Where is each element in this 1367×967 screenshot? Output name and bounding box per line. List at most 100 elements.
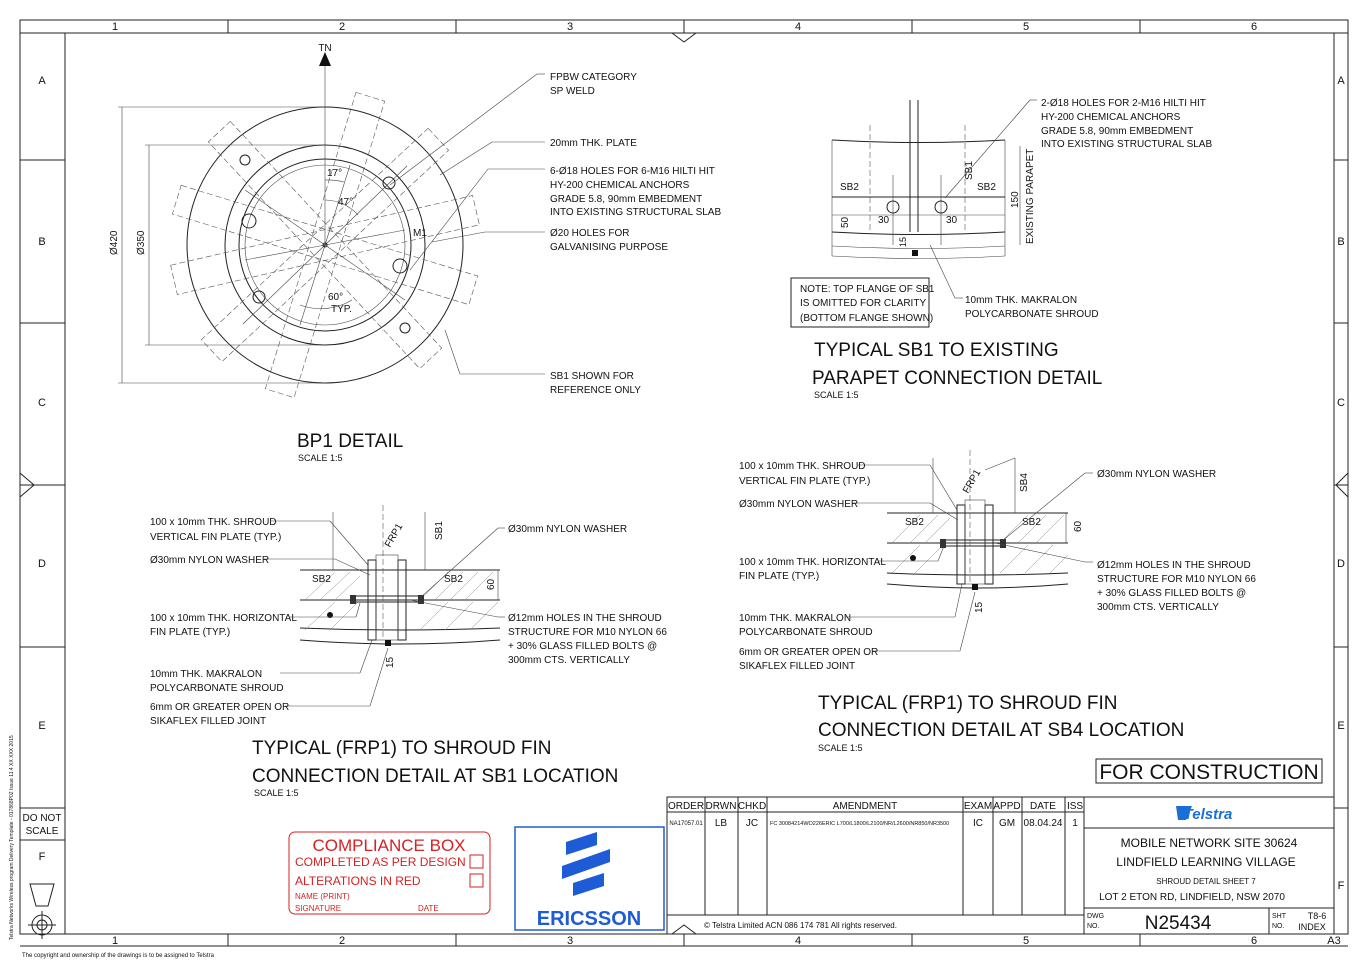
cell: 1 <box>1072 818 1078 829</box>
revision-header: ORDER DRWN CHKD AMENDMENT EXAM APPD DATE… <box>668 801 1083 812</box>
note-box-line: NOTE: TOP FLANGE OF SB1 <box>800 284 935 295</box>
note-line: GRADE 5.8, 90mm EMBEDMENT <box>1041 126 1193 137</box>
header-cell: EXAM <box>964 801 992 812</box>
note-line: POLYCARBONATE SHROUD <box>739 627 873 638</box>
note-line: FPBW CATEGORY <box>550 72 637 83</box>
note-line: 100 x 10mm THK. HORIZONTAL <box>739 557 886 568</box>
m1-label: M1 <box>413 228 427 239</box>
sb1loc-note-hfin: 100 x 10mm THK. HORIZONTAL FIN PLATE (TY… <box>150 613 297 638</box>
ericsson-name: ERICSSON <box>537 908 641 930</box>
sht-label: SHT <box>1272 913 1287 920</box>
note-line: REFERENCE ONLY <box>550 385 641 396</box>
site-address: LOT 2 ETON RD, LINDFIELD, NSW 2070 <box>1099 892 1285 903</box>
row-letter: F <box>39 851 46 863</box>
cell: FC 30084214WO226ERIC L700/L1800/L2100/NR… <box>770 821 949 827</box>
col-number: 3 <box>567 21 573 33</box>
sht-label: NO. <box>1272 923 1285 930</box>
note-line: 100 x 10mm THK. HORIZONTAL <box>150 613 297 624</box>
note-line: POLYCARBONATE SHROUD <box>150 683 284 694</box>
sb1loc-note-shroud: 10mm THK. MAKRALON POLYCARBONATE SHROUD <box>150 669 284 694</box>
dim-60: 60 <box>486 578 497 590</box>
header-cell: APPD <box>993 801 1020 812</box>
note-line: 100 x 10mm THK. SHROUD <box>150 517 277 528</box>
bp1-title: BP1 DETAIL <box>297 431 403 452</box>
bp1-plate-drawing <box>118 52 480 398</box>
note-line: INTO EXISTING STRUCTURAL SLAB <box>550 207 721 218</box>
header-cell: ORDER <box>668 801 704 812</box>
note-line: SP WELD <box>550 86 595 97</box>
note-line: + 30% GLASS FILLED BOLTS @ <box>1097 588 1246 599</box>
dim-15: 15 <box>898 237 908 247</box>
col-number: 1 <box>112 21 118 33</box>
sb2-label: SB2 <box>312 574 331 585</box>
col-number: 4 <box>795 935 801 947</box>
note-line: VERTICAL FIN PLATE (TYP.) <box>150 532 281 543</box>
sb1loc-note-vfin: 100 x 10mm THK. SHROUD VERTICAL FIN PLAT… <box>150 517 281 543</box>
cell: IC <box>973 818 983 829</box>
row-letter: B <box>38 236 45 248</box>
note-line: Ø12mm HOLES IN THE SHROUD <box>1097 560 1251 571</box>
note-line: SIKAFLEX FILLED JOINT <box>739 661 855 672</box>
note-line: HY-200 CHEMICAL ANCHORS <box>1041 112 1181 123</box>
angle-typ: TYP. <box>331 304 352 315</box>
sb1loc-note-washer-r: Ø30mm NYLON WASHER <box>508 524 627 535</box>
note-line: Ø20 HOLES FOR <box>550 228 629 239</box>
compliance-name: NAME (PRINT) <box>295 892 350 901</box>
telstra-logo: Telstra <box>1176 806 1232 823</box>
ericsson-logo: ERICSSON <box>514 826 665 931</box>
note-line: 300mm CTS. VERTICALLY <box>508 655 630 666</box>
col-number: 5 <box>1023 935 1029 947</box>
sb4-fin-drawing <box>886 450 1069 590</box>
telstra-wordmark: Telstra <box>1184 806 1233 823</box>
row-letter: B <box>1337 236 1344 248</box>
col-number: 1 <box>112 935 118 947</box>
sb2-label: SB2 <box>1022 517 1041 528</box>
side-note: Telstra Networks Wireless program Delive… <box>9 735 15 940</box>
revision-table: ORDER DRWN CHKD AMENDMENT EXAM APPD DATE… <box>666 796 1085 935</box>
sb1loc-title-2: CONNECTION DETAIL AT SB1 LOCATION <box>252 766 618 787</box>
bp1-detail: TN Ø420 Ø350 17° 47° 60° TYP. M1 FPBW CA… <box>109 43 721 463</box>
dim-60: 60 <box>1073 520 1084 532</box>
sb1loc-note-joint: 6mm OR GREATER OPEN OR SIKAFLEX FILLED J… <box>150 702 289 727</box>
sb1-parapet-detail: SB2 SB2 SB1 50 30 30 15 150 EXISTING PAR… <box>790 98 1212 400</box>
dim-150: 150 <box>1010 191 1021 208</box>
row-letters-right: A B C D E F <box>1337 75 1345 892</box>
title-block: Telstra MOBILE NETWORK SITE 30624 LINDFI… <box>1083 796 1335 935</box>
note-line: SIKAFLEX FILLED JOINT <box>150 716 266 727</box>
compliance-line-1: COMPLETED AS PER DESIGN <box>295 855 466 869</box>
note-line: STRUCTURE FOR M10 NYLON 66 <box>1097 574 1256 585</box>
note-line: Ø12mm HOLES IN THE SHROUD <box>508 613 662 624</box>
dwg-label: NO. <box>1087 923 1100 930</box>
note-line: FIN PLATE (TYP.) <box>739 571 819 582</box>
dim-15: 15 <box>385 656 396 668</box>
column-numbers-top: 1 2 3 4 5 6 <box>112 21 1257 33</box>
bp1-note-anchors: 6-Ø18 HOLES FOR 6-M16 HILTI HIT HY-200 C… <box>550 166 721 218</box>
existing-parapet-label: EXISTING PARAPET <box>1025 149 1036 244</box>
row-letter: D <box>38 558 46 570</box>
north-label: TN <box>318 43 331 54</box>
compliance-date: DATE <box>418 904 439 913</box>
compliance-signature: SIGNATURE <box>295 904 341 913</box>
sheet-title: SHROUD DETAIL SHEET 7 <box>1156 877 1256 886</box>
col-number: 2 <box>339 935 345 947</box>
column-numbers-bottom: 1 2 3 4 5 6 A3 <box>112 935 1341 947</box>
copyright: © Telstra Limited ACN 086 174 781 All ri… <box>704 921 897 930</box>
compliance-checkbox-2 <box>469 873 484 888</box>
dim-350: Ø350 <box>136 230 147 255</box>
sb4loc-note-washer-r: Ø30mm NYLON WASHER <box>1097 469 1216 480</box>
table-row: NA17057.01 LB JC FC 30084214WO226ERIC L7… <box>669 818 1078 829</box>
dwg-label: DWG <box>1087 913 1104 920</box>
header-cell: ISS <box>1067 801 1083 812</box>
header-cell: AMENDMENT <box>833 801 897 812</box>
sb1-fin-drawing <box>299 505 501 646</box>
cell: NA17057.01 <box>669 821 703 827</box>
bp1-note-plate: 20mm THK. PLATE <box>550 138 637 149</box>
note-line: GRADE 5.8, 90mm EMBEDMENT <box>550 194 702 205</box>
dim-30: 30 <box>946 215 958 226</box>
sb2-label: SB2 <box>444 574 463 585</box>
note-line: 300mm CTS. VERTICALLY <box>1097 602 1219 613</box>
cell: LB <box>715 818 728 829</box>
note-line: 10mm THK. MAKRALON <box>739 613 851 624</box>
sb2-label: SB2 <box>905 517 924 528</box>
sb1loc-scale: SCALE 1:5 <box>254 788 299 798</box>
